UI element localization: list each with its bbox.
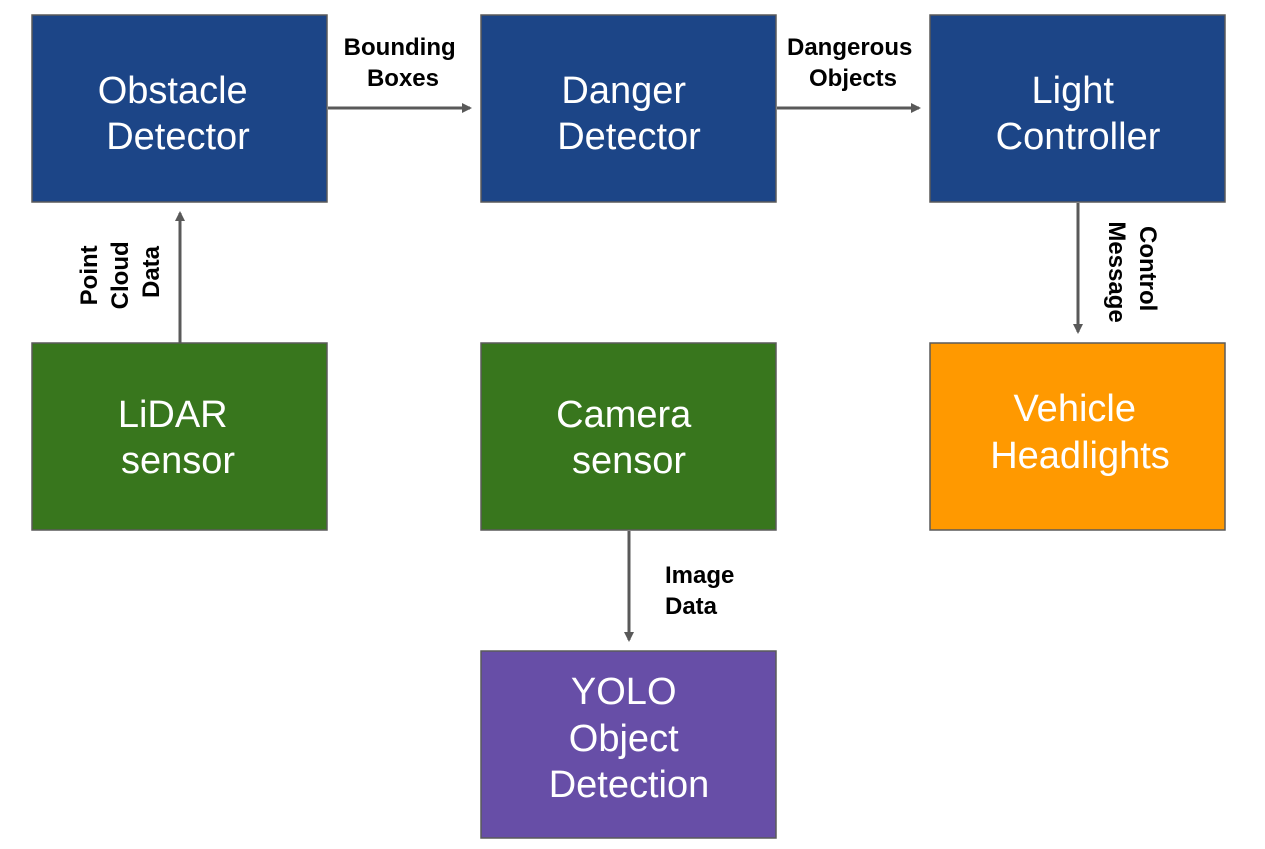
node-obstacle-detector-label: Obstacle Detector — [98, 70, 259, 158]
node-yolo-detection-label-line3: Detection — [549, 764, 710, 806]
edge-point-cloud-data-label: Point Cloud Data — [76, 235, 165, 310]
node-obstacle-detector-label-line1: Obstacle — [98, 70, 248, 112]
edge-bounding-boxes-label-line1: Bounding — [344, 34, 456, 61]
node-light-controller-label-line2: Controller — [996, 116, 1161, 158]
edge-dangerous-objects: Dangerous Objects — [777, 34, 921, 113]
edge-control-message-label-line1: Control — [1134, 226, 1161, 311]
edge-bounding-boxes-label-line2: Boxes — [367, 65, 439, 92]
node-lidar-sensor-label: LiDAR sensor — [118, 394, 238, 482]
node-camera-sensor-label: Camera sensor — [556, 394, 702, 482]
edge-dangerous-objects-label: Dangerous Objects — [787, 34, 919, 92]
node-vehicle-headlights-box — [929, 342, 1226, 531]
node-lidar-sensor-label-line1: LiDAR — [118, 394, 228, 436]
node-vehicle-headlights-label: Vehicle Headlights — [990, 388, 1170, 477]
node-camera-sensor-box — [480, 342, 777, 531]
node-danger-detector-label: Danger Detector — [557, 70, 701, 158]
node-vehicle-headlights-label-line2: Headlights — [990, 435, 1170, 477]
edge-image-data-label-line2: Data — [665, 593, 718, 620]
node-obstacle-detector: Obstacle Detector — [31, 14, 328, 203]
edge-point-cloud-data-label-line1: Point — [76, 245, 103, 305]
node-danger-detector-label-line1: Danger — [561, 70, 686, 112]
node-light-controller-label-line1: Light — [1032, 70, 1115, 112]
node-danger-detector-box — [480, 14, 777, 203]
edge-dangerous-objects-label-line2: Objects — [809, 65, 897, 92]
node-camera-sensor-label-line2: sensor — [572, 440, 686, 482]
node-camera-sensor-label-line1: Camera — [556, 394, 692, 436]
node-obstacle-detector-box — [31, 14, 328, 203]
node-light-controller: Light Controller — [929, 14, 1226, 203]
edge-dangerous-objects-label-line1: Dangerous — [787, 34, 912, 61]
node-light-controller-box — [929, 14, 1226, 203]
edge-image-data: Image Data — [624, 531, 741, 642]
node-yolo-detection-box — [480, 650, 777, 839]
node-lidar-sensor-box — [31, 342, 328, 531]
edge-bounding-boxes-label: Bounding Boxes — [344, 34, 463, 92]
node-yolo-detection-label-line1: YOLO — [571, 671, 677, 713]
edge-image-data-label: Image Data — [665, 562, 741, 620]
node-yolo-detection-label: YOLO Object Detection — [549, 671, 710, 806]
node-camera-sensor: Camera sensor — [480, 342, 777, 531]
edge-control-message-label: Control Message — [1103, 221, 1161, 322]
node-danger-detector: Danger Detector — [480, 14, 777, 203]
node-lidar-sensor: LiDAR sensor — [31, 342, 328, 531]
node-yolo-detection: YOLO Object Detection — [480, 650, 777, 839]
edge-point-cloud-data: Point Cloud Data — [76, 211, 185, 343]
edge-control-message: Control Message — [1073, 203, 1161, 334]
edge-image-data-label-line1: Image — [665, 562, 734, 589]
node-yolo-detection-label-line2: Object — [569, 718, 679, 760]
node-light-controller-label: Light Controller — [996, 70, 1161, 158]
node-obstacle-detector-label-line2: Detector — [106, 116, 250, 158]
node-danger-detector-label-line2: Detector — [557, 116, 701, 158]
edge-point-cloud-data-label-line3: Data — [138, 245, 165, 298]
edge-control-message-label-line2: Message — [1103, 221, 1130, 322]
edge-point-cloud-data-label-line2: Cloud — [107, 241, 134, 309]
edge-bounding-boxes: Bounding Boxes — [328, 34, 472, 113]
node-lidar-sensor-label-line2: sensor — [121, 440, 235, 482]
node-vehicle-headlights-label-line1: Vehicle — [1013, 388, 1136, 430]
node-vehicle-headlights: Vehicle Headlights — [929, 342, 1226, 531]
